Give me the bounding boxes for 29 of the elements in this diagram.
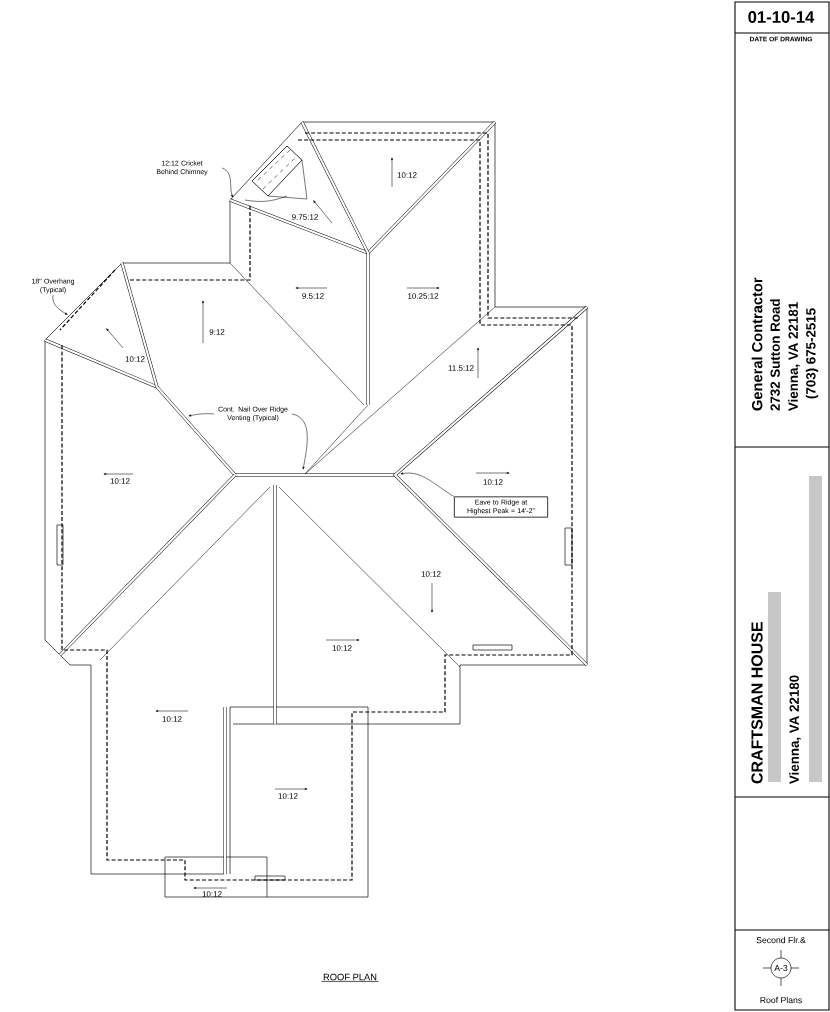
leader-line — [222, 167, 233, 198]
date-text: 01-10-14 — [748, 11, 815, 23]
address-text: Vienna, VA 22181 — [788, 302, 800, 411]
slope-label: 10:12 — [110, 478, 130, 484]
project-title: CRAFTSMAN HOUSE — [751, 622, 763, 784]
address-text: Vienna, VA 22180 — [789, 675, 801, 784]
slope-label: 10:12 — [332, 645, 352, 651]
sheet-text: Second Flr.& — [756, 936, 806, 944]
slope-label: 9.75:12 — [292, 214, 318, 220]
slope-label: 10:12 — [125, 356, 145, 362]
slope-label: 10.25:12 — [408, 293, 439, 299]
slope-label: 10:12 — [397, 172, 417, 178]
slope-label: 9:12 — [209, 329, 225, 335]
address-text: 2732 Sutton Road — [770, 299, 780, 411]
company-text: General Contractor — [751, 277, 763, 411]
slope-label: 10:12 — [162, 716, 182, 722]
leader-line — [188, 413, 215, 417]
leader-line — [291, 413, 308, 470]
slope-label: 9.5:12 — [302, 293, 324, 299]
slope-label: 10:12 — [483, 479, 503, 485]
slope-label: 10:12 — [202, 891, 222, 897]
drawing-title: ROOF PLAN — [321, 973, 379, 982]
sheet-text: Roof Plans — [760, 996, 802, 1004]
leader-line — [400, 472, 455, 497]
leader-line — [52, 294, 68, 315]
phone-text: (703) 675-2515 — [805, 308, 819, 399]
slope-label: 10:12 — [278, 793, 298, 799]
slope-label: 10:12 — [421, 571, 441, 577]
slope-label: 11.5:12 — [448, 365, 474, 371]
